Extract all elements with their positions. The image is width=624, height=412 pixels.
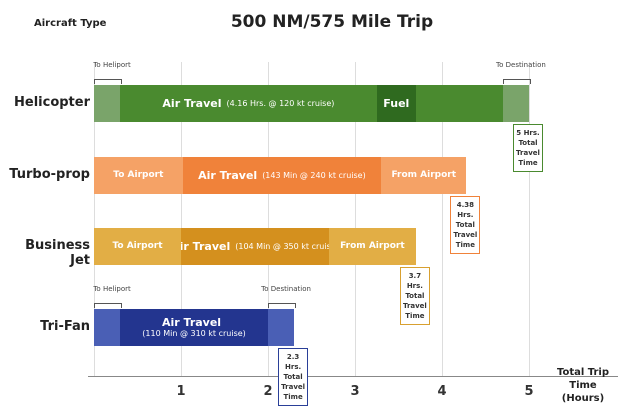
bar-segment: Air Travel(110 Min @ 310 kt cruise)	[120, 309, 268, 346]
segment-label: To Airport	[112, 241, 163, 251]
bar-segment: Air Travel (4.16 Hrs. @ 120 kt cruise)	[120, 85, 377, 122]
x-tick-label: 2	[263, 384, 273, 399]
gridline	[529, 62, 530, 376]
bar-segment: To Airport	[94, 228, 181, 265]
segment-label: Air Travel	[161, 315, 222, 329]
segment-label: To Airport	[113, 170, 164, 180]
bar-segment	[415, 85, 503, 122]
total-time-callout: 3.7 Hrs. Total Travel Time	[399, 267, 430, 325]
annotation-label: To Heliport	[93, 61, 131, 69]
annotation-bracket	[502, 79, 531, 84]
x-tick-label: 5	[524, 384, 534, 399]
annotation-bracket	[94, 79, 123, 84]
gridline	[94, 62, 95, 376]
category-label: Tri-Fan	[40, 319, 90, 334]
bar-segment	[502, 85, 529, 122]
segment-label: From Airport	[340, 241, 405, 251]
total-time-callout: 5 Hrs. Total Travel Time	[513, 124, 543, 172]
gridline	[181, 62, 182, 376]
annotation-label: To Destination	[496, 61, 546, 69]
gridline	[442, 62, 443, 376]
bar-segment: Air Travel (143 Min @ 240 kt cruise)	[182, 157, 382, 194]
total-time-callout: 4.38 Hrs. Total Travel Time	[450, 196, 481, 254]
segment-label: Air Travel	[162, 97, 222, 110]
bar-segment: From Airport	[328, 228, 416, 265]
x-tick-label: 4	[437, 384, 447, 399]
segment-label: From Airport	[391, 170, 456, 180]
annotation-label: To Destination	[261, 285, 311, 293]
category-label: Helicopter	[14, 95, 90, 110]
annotation-bracket	[268, 303, 297, 308]
bar-segment: To Airport	[94, 157, 183, 194]
gridline	[268, 62, 269, 376]
x-axis-title: Total Trip Time (Hours)	[556, 367, 610, 404]
chart-title: 500 NM/575 Mile Trip	[230, 12, 434, 32]
total-time-callout: 2.3 Hrs. Total Travel Time	[278, 348, 309, 406]
annotation-bracket	[94, 303, 123, 308]
bar-segment	[94, 85, 121, 122]
bar-segment: Air Travel (104 Min @ 350 kt cruise)	[181, 228, 329, 265]
segment-detail: (104 Min @ 350 kt cruise)	[235, 242, 329, 251]
segment-detail: (110 Min @ 310 kt cruise)	[142, 328, 246, 338]
segment-label: Fuel	[383, 97, 410, 110]
x-axis	[88, 376, 618, 377]
segment-label: Air Travel	[181, 240, 231, 253]
segment-label: Air Travel	[198, 169, 258, 182]
bar-segment	[268, 309, 295, 346]
category-label: Turbo-prop	[9, 167, 90, 182]
gridline	[355, 62, 356, 376]
bar-segment: Fuel	[376, 85, 416, 122]
annotation-label: To Heliport	[93, 285, 131, 293]
category-label: Business Jet	[25, 238, 90, 268]
segment-detail: (143 Min @ 240 kt cruise)	[262, 171, 366, 180]
y-axis-title: Aircraft Type	[34, 18, 107, 29]
x-tick-label: 3	[350, 384, 360, 399]
segment-detail: (4.16 Hrs. @ 120 kt cruise)	[226, 99, 335, 108]
bar-segment	[94, 309, 121, 346]
bar-segment: From Airport	[381, 157, 467, 194]
x-tick-label: 1	[176, 384, 186, 399]
